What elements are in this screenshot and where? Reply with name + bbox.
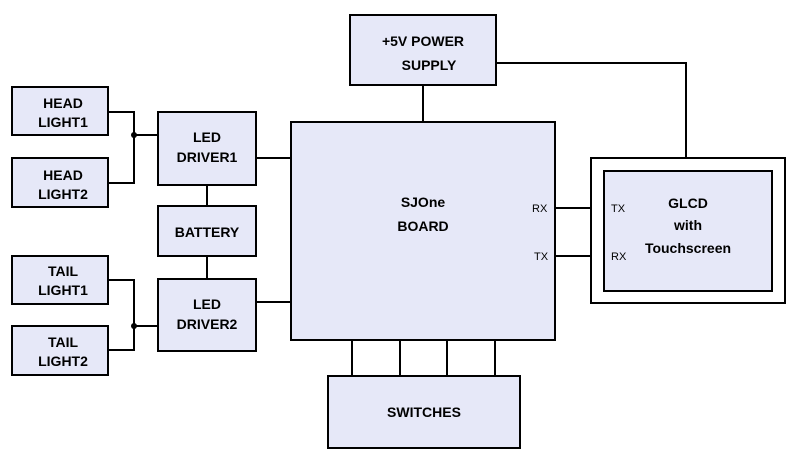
sjone-board-block: SJOne BOARD RX TX [290,121,556,341]
head-light2-label-line1: HEAD [43,167,83,183]
connections [108,62,687,376]
junction-taillights [131,323,137,329]
head-light2-label-line2: LIGHT2 [38,186,88,202]
tail-light2-label-line2: LIGHT2 [38,353,88,369]
glcd-tx-pin-label: TX [611,203,626,215]
wire-taillight2 [108,326,135,351]
battery-label: BATTERY [175,224,240,240]
head-light2-block: HEAD LIGHT2 [11,157,109,208]
led-driver2-label-line2: DRIVER2 [177,316,238,332]
tail-light1-label-line2: LIGHT1 [38,282,88,298]
switches-block: SWITCHES [327,375,521,449]
led-driver1-block: LED DRIVER1 [157,111,257,186]
led-driver2-block: LED DRIVER2 [157,278,257,352]
power-supply-label-line1: +5V POWER [382,33,464,49]
glcd-label-line1: GLCD [668,195,708,211]
wire-power-glcd [496,62,687,158]
battery-block: BATTERY [157,205,257,257]
board-tx-pin-label: TX [534,251,549,263]
head-light1-label-line1: HEAD [43,95,83,111]
junction-headlights [131,132,137,138]
switches-label: SWITCHES [387,404,461,420]
sjone-board-label-line2: BOARD [397,218,448,234]
head-light1-label-line2: LIGHT1 [38,114,88,130]
glcd-rx-pin-label: RX [611,251,627,263]
tail-light1-block: TAIL LIGHT1 [11,255,109,305]
wire-taillight1 [108,279,135,326]
led-driver1-label-line1: LED [193,129,221,145]
power-supply-block: +5V POWER SUPPLY [349,14,497,86]
board-rx-pin-label: RX [532,203,548,215]
tail-light2-label-line1: TAIL [48,334,79,350]
wire-headlight2 [108,135,135,184]
led-driver2-label-line1: LED [193,296,221,312]
wire-headlight1 [108,111,135,135]
power-supply-label-line2: SUPPLY [402,57,457,73]
head-light1-block: HEAD LIGHT1 [11,86,109,136]
led-driver1-label-line2: DRIVER1 [177,149,238,165]
tail-light2-block: TAIL LIGHT2 [11,325,109,376]
tail-light1-label-line1: TAIL [48,263,79,279]
glcd-label-line2: with [673,217,702,233]
glcd-block: GLCD with Touchscreen TX RX [590,157,786,304]
sjone-board-label-line1: SJOne [401,194,446,210]
glcd-label-line3: Touchscreen [645,240,731,256]
